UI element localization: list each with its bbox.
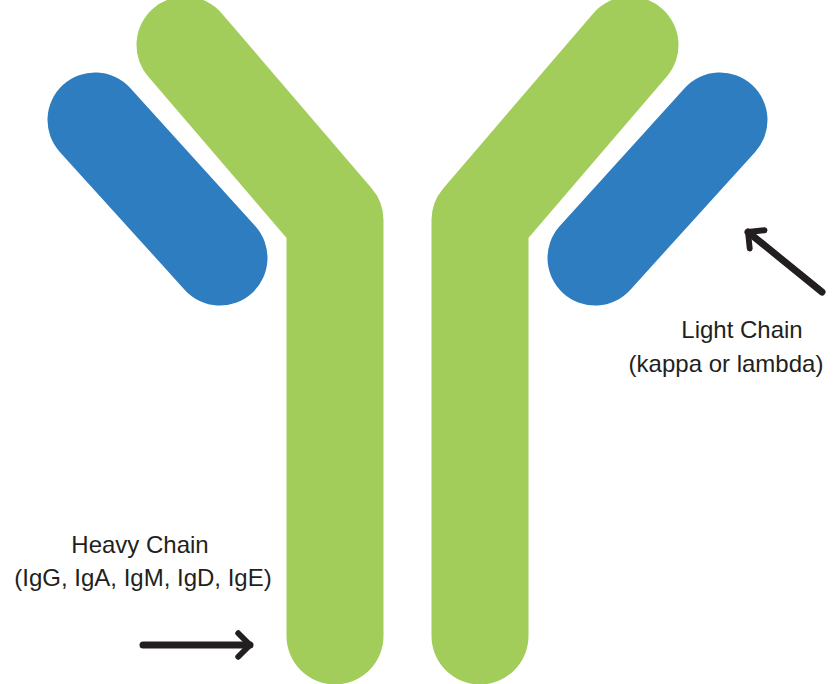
chain-label: Light Chain bbox=[681, 316, 802, 344]
chain-label: Heavy Chain bbox=[71, 531, 208, 559]
chain-type-label: (kappa or lambda) bbox=[629, 350, 824, 378]
pointer-arrow bbox=[748, 232, 822, 292]
chain-type-label: (IgG, IgA, IgM, IgD, IgE) bbox=[14, 564, 271, 592]
heavy-chain bbox=[480, 45, 630, 636]
light-chain bbox=[95, 120, 220, 258]
light-chain bbox=[595, 120, 720, 258]
pointer-arrow bbox=[143, 642, 250, 649]
